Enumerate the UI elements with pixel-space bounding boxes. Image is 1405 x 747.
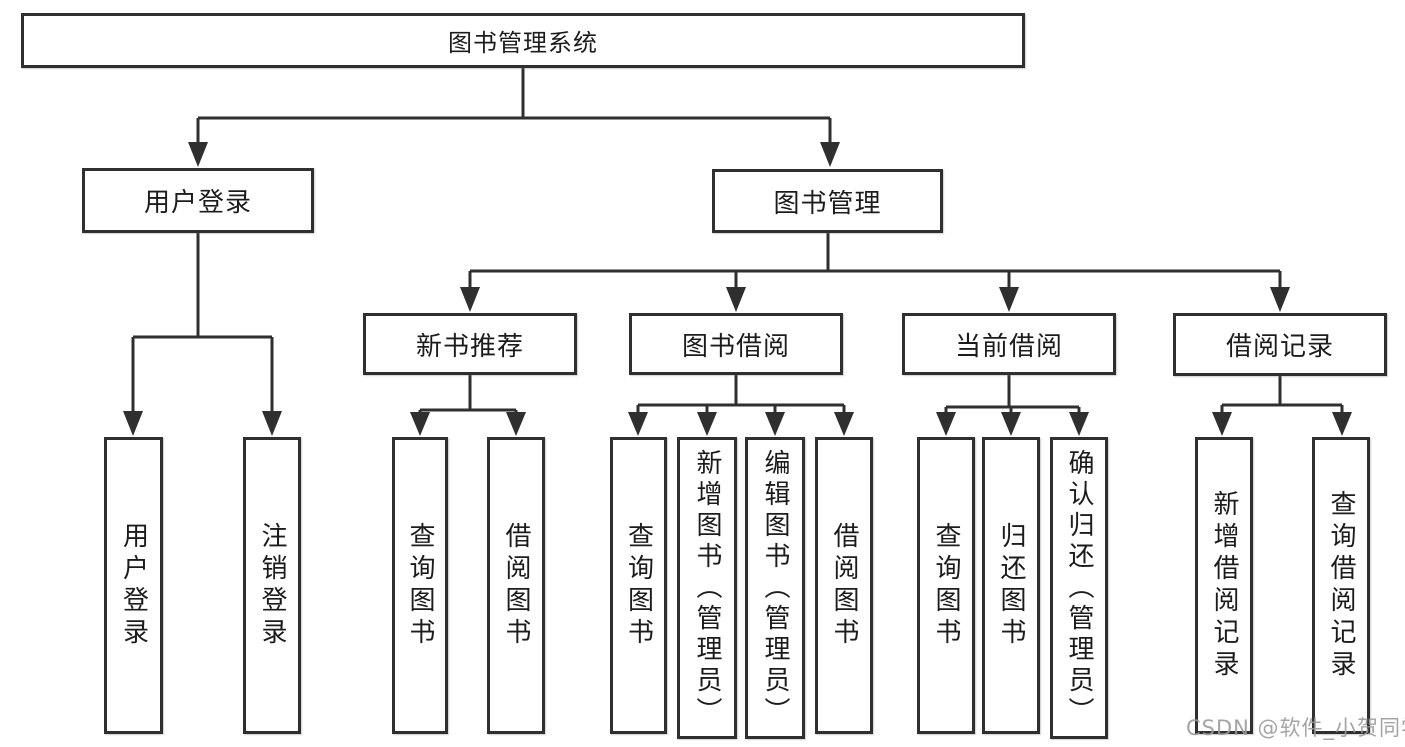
arrowhead: [410, 412, 430, 436]
arrowhead: [1212, 412, 1232, 436]
arrowhead: [999, 287, 1019, 312]
arrowhead: [697, 412, 717, 436]
arrowhead: [834, 412, 854, 436]
leaf-add-borrow-record: 新增借阅记录: [1195, 437, 1253, 734]
leaf-query-books-recommend: 查询图书: [392, 437, 448, 734]
leaf-login: 用户登录: [104, 437, 163, 734]
leaf-query-books-borrowing: 查询图书: [610, 437, 667, 734]
leaf-query-borrow-record: 查询借阅记录: [1312, 437, 1370, 734]
node-root-library-management-system: 图书管理系统: [21, 13, 1025, 68]
node-borrowing-records: 借阅记录: [1173, 313, 1387, 376]
edge-book-borrowing-to-leaves: [636, 375, 846, 416]
arrowhead: [628, 412, 648, 436]
arrowhead: [506, 412, 526, 436]
leaf-confirm-return-admin: 确认归还（管理员）: [1050, 437, 1108, 739]
arrowhead: [123, 411, 143, 436]
arrowhead: [820, 142, 840, 167]
leaf-edit-books-admin: 编辑图书（管理员）: [745, 437, 805, 739]
arrowhead: [1069, 412, 1089, 436]
leaf-borrow-books-recommend: 借阅图书: [487, 437, 545, 734]
node-new-book-recommend: 新书推荐: [363, 313, 577, 375]
arrowhead: [1001, 412, 1021, 436]
arrowhead: [460, 287, 480, 312]
arrowhead: [1270, 287, 1290, 312]
edge-current-borrowing-to-leaves: [944, 375, 1081, 416]
node-current-borrowing: 当前借阅: [902, 313, 1116, 375]
leaf-query-books-current: 查询图书: [917, 437, 975, 734]
leaf-return-books: 归还图书: [982, 437, 1040, 734]
leaf-borrow-books-borrowing: 借阅图书: [815, 437, 873, 734]
node-book-borrowing: 图书借阅: [629, 313, 843, 375]
edge-book-management-to-level3: [468, 233, 1282, 290]
csdn-watermark: CSDN @软件_小贺同学: [1186, 716, 1405, 740]
edge-root-to-level2: [196, 68, 832, 144]
edge-borrowing-records-to-leaves: [1220, 375, 1344, 416]
arrowhead: [936, 412, 956, 436]
arrowhead: [726, 287, 746, 312]
arrowhead: [262, 411, 282, 436]
leaf-add-books-admin: 新增图书（管理员）: [677, 437, 737, 739]
edge-new-book-recommend-to-leaves: [418, 375, 518, 416]
leaf-logout: 注销登录: [243, 437, 301, 734]
arrowhead: [188, 142, 208, 167]
arrowhead: [765, 412, 785, 436]
arrowhead: [1332, 412, 1352, 436]
node-user-login: 用户登录: [82, 168, 314, 233]
node-book-management: 图书管理: [712, 169, 943, 233]
edge-user-login-to-leaves: [131, 233, 274, 414]
